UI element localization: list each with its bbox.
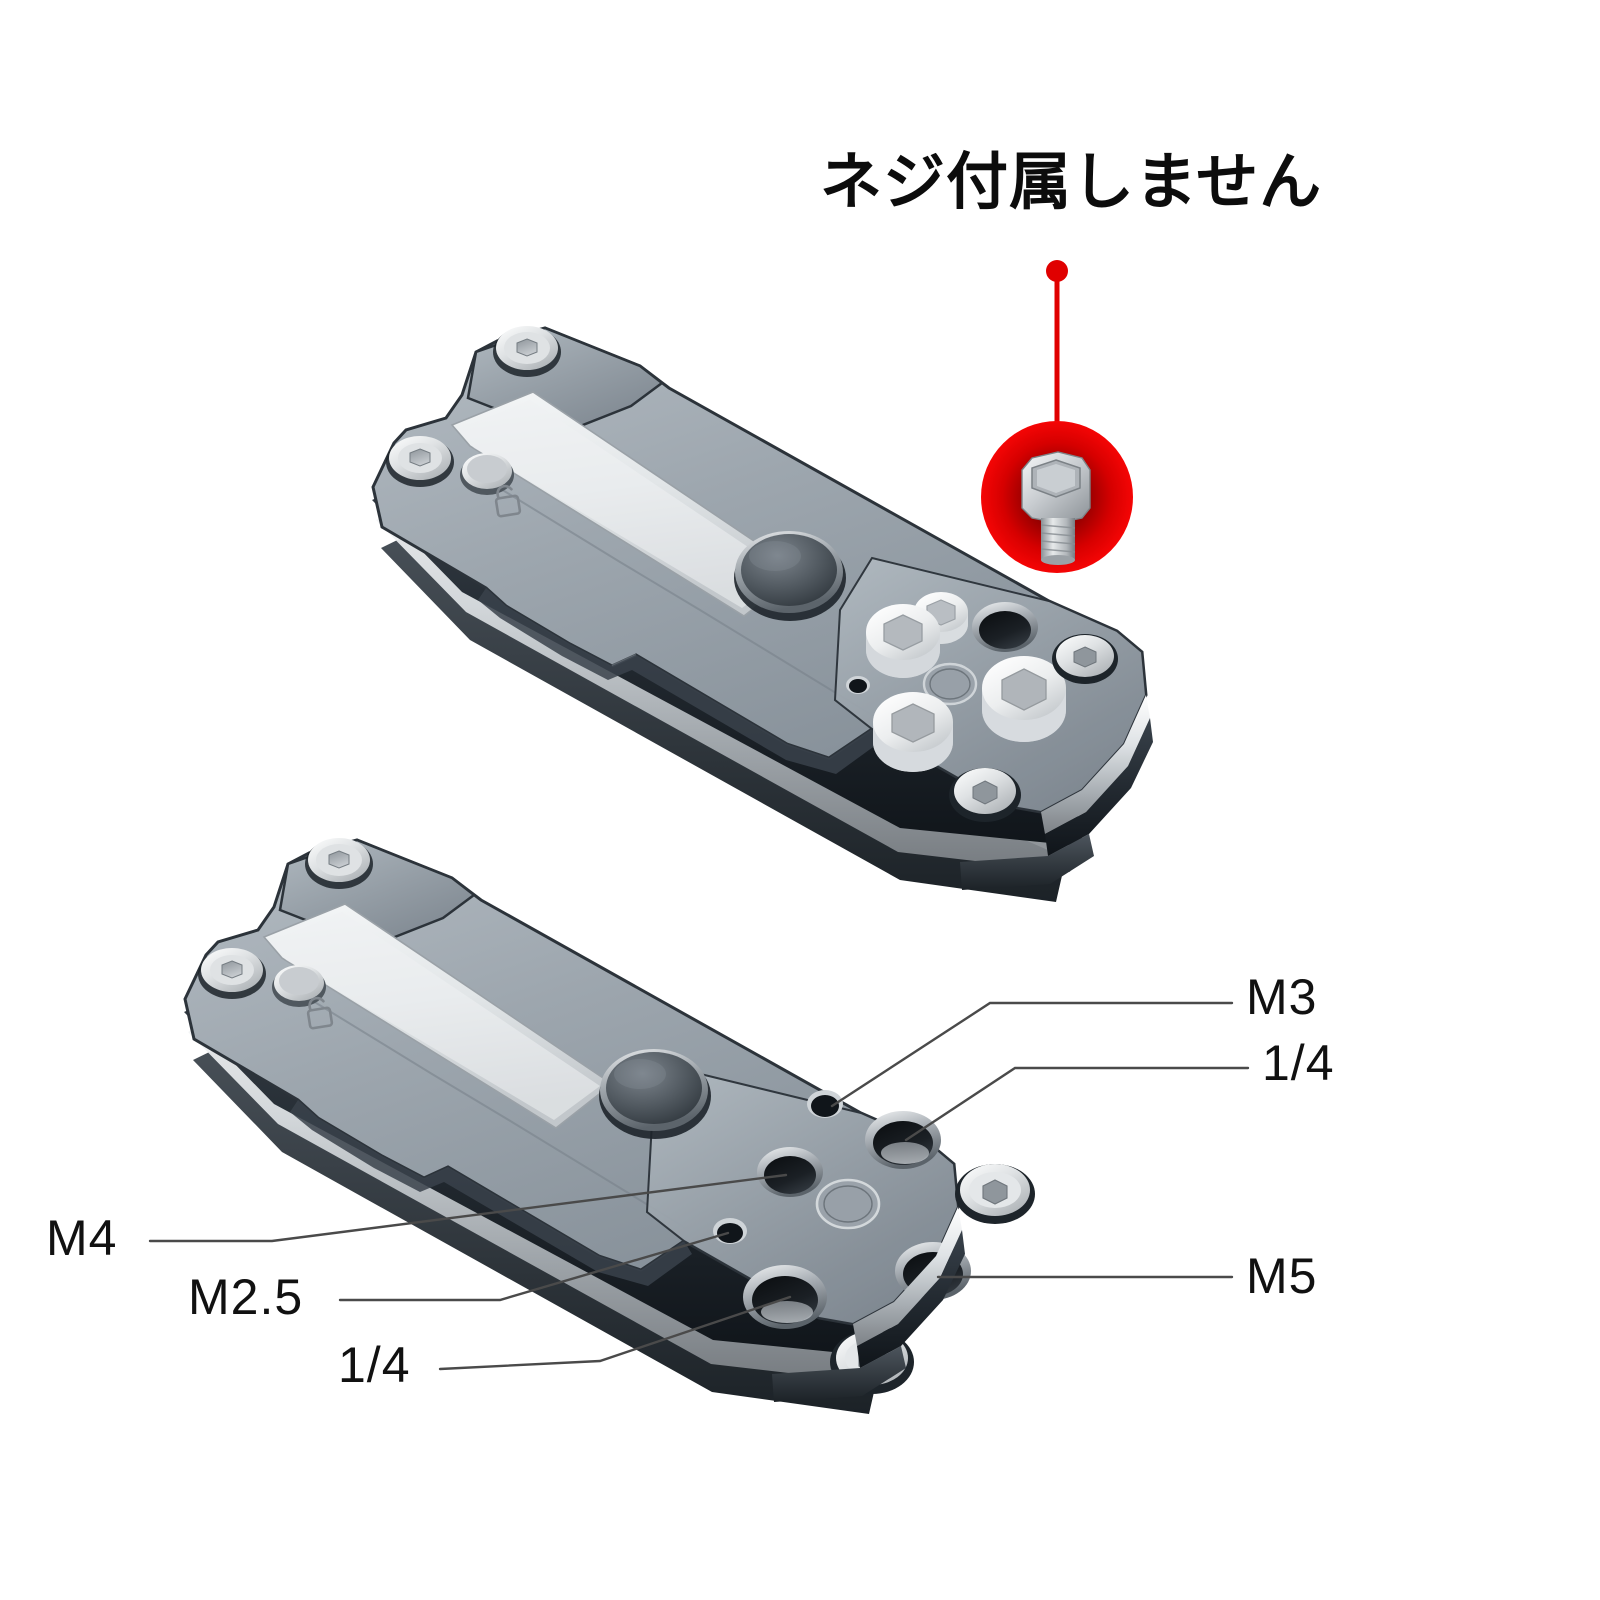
hex-socket-screw-top-upper [493, 326, 561, 377]
callout-label-quarter-left: 1/4 [338, 1337, 411, 1393]
hex-socket-screw-bottom-upper [949, 768, 1021, 822]
leader-m3 [830, 1001, 1234, 1108]
no-screw-notice-text: ネジ付属しません [820, 145, 1323, 218]
hole-m25 [713, 1218, 747, 1244]
lower-unit [183, 838, 1035, 1414]
hole-m3 [807, 1090, 843, 1118]
dome-knob-lower[interactable] [599, 1049, 711, 1139]
upper-unit-waist-band [478, 588, 880, 774]
leader-1-4-right [904, 1066, 1250, 1142]
hex-socket-screw-right-lower [955, 1164, 1035, 1224]
unlock-icon-lower [306, 996, 334, 1030]
hole-quarter-upper [865, 1111, 941, 1169]
leader-m4 [148, 1173, 788, 1243]
hex-socket-screw-icon [1021, 451, 1091, 565]
hex-socket-screw-left-upper [386, 436, 454, 487]
callout-label-m5: M5 [1246, 1248, 1318, 1304]
round-button-upper[interactable] [460, 453, 514, 495]
screw-bushing-large-right-upper [982, 656, 1066, 742]
callout-label-m25: M2.5 [188, 1269, 304, 1325]
upper-unit [371, 326, 1153, 902]
callout-leader-lines [148, 1001, 1250, 1371]
screw-bushing-bottom-left-upper [873, 692, 953, 772]
badge-pointer-dot [1046, 260, 1068, 282]
hole-upper-head-a [972, 602, 1038, 652]
round-button-lower[interactable] [272, 965, 326, 1007]
small-hole-upper-head [846, 676, 870, 694]
hex-socket-screw-top-lower [305, 838, 373, 889]
hole-quarter-lower [743, 1265, 827, 1329]
hex-socket-screw-left-lower [198, 948, 266, 999]
oval-recess-upper [922, 662, 978, 706]
hole-m4 [757, 1147, 823, 1197]
no-screw-included-badge [981, 260, 1133, 573]
lower-unit-waist-band [290, 1100, 692, 1286]
dome-knob-upper[interactable] [734, 531, 846, 621]
callout-label-m4: M4 [46, 1210, 118, 1266]
leader-m25 [338, 1231, 730, 1302]
callout-label-m3: M3 [1246, 969, 1318, 1025]
unlock-icon-upper [494, 484, 522, 518]
callout-label-quarter-right: 1/4 [1262, 1035, 1335, 1091]
screw-bushing-large-left-upper [866, 604, 940, 678]
oval-recess-lower [815, 1178, 881, 1230]
hex-socket-screw-right-upper [1052, 634, 1118, 684]
leader-1-4-left [438, 1295, 792, 1371]
